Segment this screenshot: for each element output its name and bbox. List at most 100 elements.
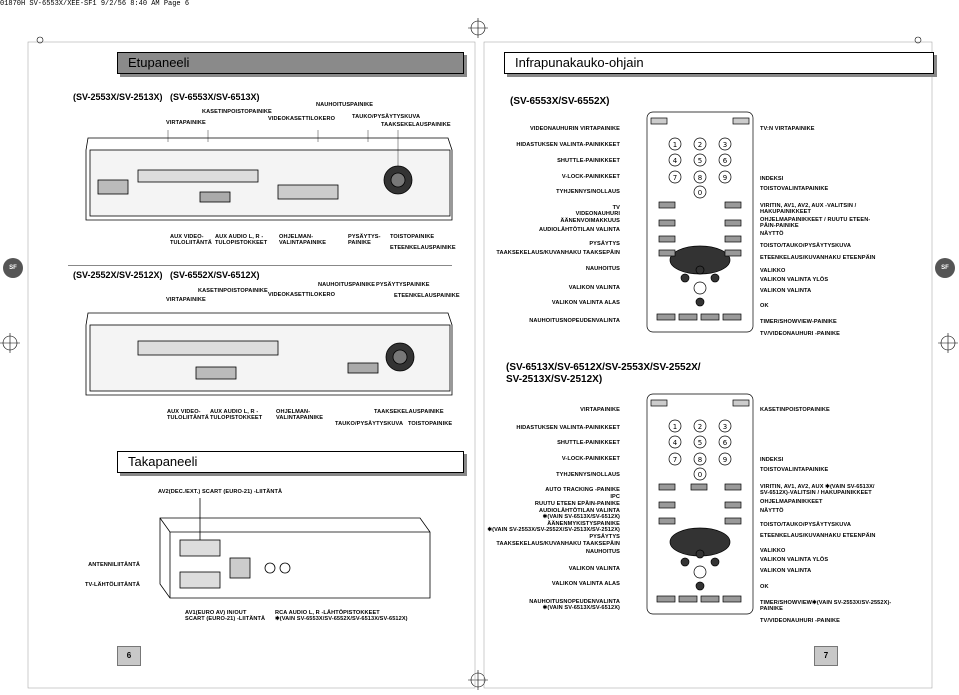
r2-clear: TYHJENNYS/NOLLAUS: [556, 472, 620, 478]
r2-ok: OK: [760, 584, 769, 590]
r1-shuttle: SHUTTLE-PAINIKKEET: [557, 158, 620, 164]
r2-menu-select: VALIKON VALINTA: [568, 566, 620, 572]
label-play-2: TOISTOPAINIKE: [408, 421, 453, 427]
r2-frame: RUUTU ETEEN EPÄIN-PAINIKE: [534, 501, 620, 507]
label-eject: KASETINPOISTOPAINIKE: [202, 109, 272, 115]
r1-menu-select-r: VALIKON VALINTA: [760, 288, 812, 294]
label-aux-video-1: AUX VIDEO- TULOLIITÄNTÄ: [170, 234, 212, 247]
svg-text:5: 5: [698, 157, 702, 165]
svg-text:9: 9: [723, 174, 727, 182]
model-remote-2: (SV-6513X/SV-6512X/SV-2553X/SV-2552X/ SV…: [506, 362, 701, 385]
r2-eject: KASETINPOISTOPAINIKE: [760, 407, 830, 413]
divider: [68, 265, 452, 266]
r1-menu-down: VALIKON VALINTA ALAS: [551, 300, 620, 306]
r1-slow: HIDASTUKSEN VALINTA-PAINIKKEET: [516, 142, 620, 148]
model-d: (SV-6552X/SV-6512X): [170, 270, 260, 280]
back-panel-title: Takapaneeli: [117, 451, 464, 473]
label-tv-out: TV-LÄHTÖLIITÄNTÄ: [84, 582, 140, 588]
svg-text:3: 3: [723, 423, 727, 431]
r2-power: VIRTAPAINIKE: [580, 407, 620, 413]
svg-text:8: 8: [698, 456, 702, 464]
r2-menu-select-r: VALIKON VALINTA: [760, 568, 812, 574]
r2-rewind: TAAKSEKELAUS/KUVANHAKU TAAKSEPÄIN: [496, 541, 620, 547]
r1-volume: TV VIDEONAUHURI ÄÄNENVOIMAKKUUS: [560, 205, 620, 224]
r1-menu: VALIKKO: [760, 268, 786, 274]
vcr-front-drawing-2: [85, 312, 453, 396]
r1-tv-power: TV:N VIRTAPAINIKE: [760, 126, 815, 132]
label-ff-2: ETEENKELAUSPAINIKE: [394, 293, 460, 299]
label-aux-audio-1: AUX AUDIO L, R - TULOPISTOKKEET: [215, 234, 268, 247]
remote-title: Infrapunakauko-ohjain: [504, 52, 934, 74]
r1-program: OHJELMAPAINIKKEET / RUUTU ETEEN- PÄIN-PA…: [760, 217, 871, 230]
label-av2: AV2(DEC./EXT.) SCART (EURO-21) -LIITÄNTÄ: [158, 489, 283, 495]
front-panel-title: Etupaneeli: [117, 52, 464, 74]
svg-text:1: 1: [673, 141, 677, 149]
sf-tab-right: SF: [935, 258, 955, 278]
svg-text:1: 1: [673, 423, 677, 431]
label-play-1: TOISTOPAINIKE: [390, 234, 435, 240]
r2-record: NAUHOITUS: [585, 549, 620, 555]
model-a: (SV-2553X/SV-2513X): [73, 92, 163, 102]
r1-tv-vcr: TV/VIDEONAUHURI -PAINIKE: [760, 331, 840, 337]
r1-rec-speed: NAUHOITUSNOPEUDENVALINTA: [529, 318, 620, 324]
r2-play-pause: TOISTO/TAUKO/PYSÄYTYSKUVA: [760, 522, 851, 528]
label-av1: AV1(EURO AV) IN/OUT SCART (EURO-21) -LII…: [185, 610, 266, 623]
page-number-left: 6: [117, 646, 141, 666]
r2-tv-vcr: TV/VIDEONAUHURI -PAINIKE: [760, 618, 840, 624]
svg-text:7: 7: [673, 174, 677, 182]
r1-vcr-power: VIDEONAUHURIN VIRTAPAINIKE: [529, 126, 620, 132]
r2-shuttle: SHUTTLE-PAINIKKEET: [557, 440, 620, 446]
svg-text:0: 0: [698, 471, 702, 479]
r1-audio-out: AUDIOLÄHTÖTILAN VALINTA: [538, 227, 620, 233]
r2-stop: PYSÄYTYS: [589, 534, 620, 540]
r2-display: NÄYTTÖ: [760, 508, 784, 514]
r1-ff: ETEENKELAUS/KUVANHAKU ETEENPÄIN: [760, 255, 876, 261]
r1-menu-up: VALIKON VALINTA YLÖS: [760, 277, 829, 283]
r2-slow: HIDASTUKSEN VALINTA-PAINIKKEET: [516, 425, 620, 431]
r1-stop: PYSÄYTYS: [589, 241, 620, 247]
r2-menu: VALIKKO: [760, 548, 786, 554]
page-number-right: 7: [814, 646, 838, 666]
label-record-2: NAUHOITUSPAINIKE: [318, 282, 376, 288]
r2-rec-speed: NAUHOITUSNOPEUDENVALINTA ✱(VAIN SV-6513X…: [529, 599, 620, 612]
r2-program: OHJELMAPAINIKKEET: [760, 499, 823, 505]
vcr-back-drawing: [159, 498, 431, 599]
label-stop-1: PYSÄYTYS- PAINIKE: [348, 234, 381, 247]
svg-text:3: 3: [723, 141, 727, 149]
print-header: 01870H SV-6553X/XEE-SF1 9/2/56 8:40 AM P…: [0, 0, 190, 8]
r2-mute: ÄÄNENMYKISTYSPAINIKE ✱(VAIN SV-2553X/SV-…: [487, 521, 620, 534]
label-program-2: OHJELMAN- VALINTAPAINIKE: [276, 409, 324, 422]
r1-vlock: V-LOCK-PAINIKKEET: [561, 174, 620, 180]
svg-text:9: 9: [723, 456, 727, 464]
label-cassette-slot-2: VIDEOKASETTILOKERO: [268, 292, 336, 298]
r2-input-select: VIRITIN, AV1, AV2, AUX ✱(VAIN SV-6513X/ …: [760, 484, 875, 497]
svg-text:2: 2: [698, 141, 702, 149]
r1-menu-select: VALIKON VALINTA: [568, 285, 620, 291]
label-record: NAUHOITUSPAINIKE: [316, 102, 374, 108]
label-rewind-2: TAAKSEKELAUSPAINIKE: [374, 409, 444, 415]
label-rca-out: RCA AUDIO L, R -LÄHTÖPISTOKKEET ✱(VAIN S…: [275, 610, 408, 623]
r2-menu-up: VALIKON VALINTA YLÖS: [760, 557, 829, 563]
r2-vlock: V-LOCK-PAINIKKEET: [561, 456, 620, 462]
label-antenna: ANTENNILIITÄNTÄ: [88, 562, 140, 568]
model-b: (SV-6553X/SV-6513X): [170, 92, 260, 102]
label-aux-audio-2: AUX AUDIO L, R - TULOPISTOKKEET: [210, 409, 263, 422]
svg-text:4: 4: [673, 157, 678, 165]
r1-index: INDEKSI: [760, 176, 784, 182]
r1-record: NAUHOITUS: [585, 266, 620, 272]
r1-ok: OK: [760, 303, 769, 309]
sf-tab-left: SF: [3, 258, 23, 278]
label-pause-2: TAUKO/PYSÄYTYSKUVA: [335, 421, 404, 427]
label-power: VIRTAPAINIKE: [166, 120, 206, 126]
r1-display: NÄYTTÖ: [760, 231, 784, 237]
vcr-front-drawing-1: [85, 130, 453, 221]
label-power-2: VIRTAPAINIKE: [166, 297, 206, 303]
r1-timer: TIMER/SHOWVIEW-PAINIKE: [760, 319, 837, 325]
label-eject-2: KASETINPOISTOPAINIKE: [198, 288, 268, 294]
label-rewind: TAAKSEKELAUSPAINIKE: [381, 122, 451, 128]
r2-tracking: AUTO TRACKING -PAINIKE: [545, 487, 620, 493]
svg-text:6: 6: [723, 157, 728, 165]
r1-repeat: TOISTOVALINTAPAINIKE: [760, 186, 829, 192]
